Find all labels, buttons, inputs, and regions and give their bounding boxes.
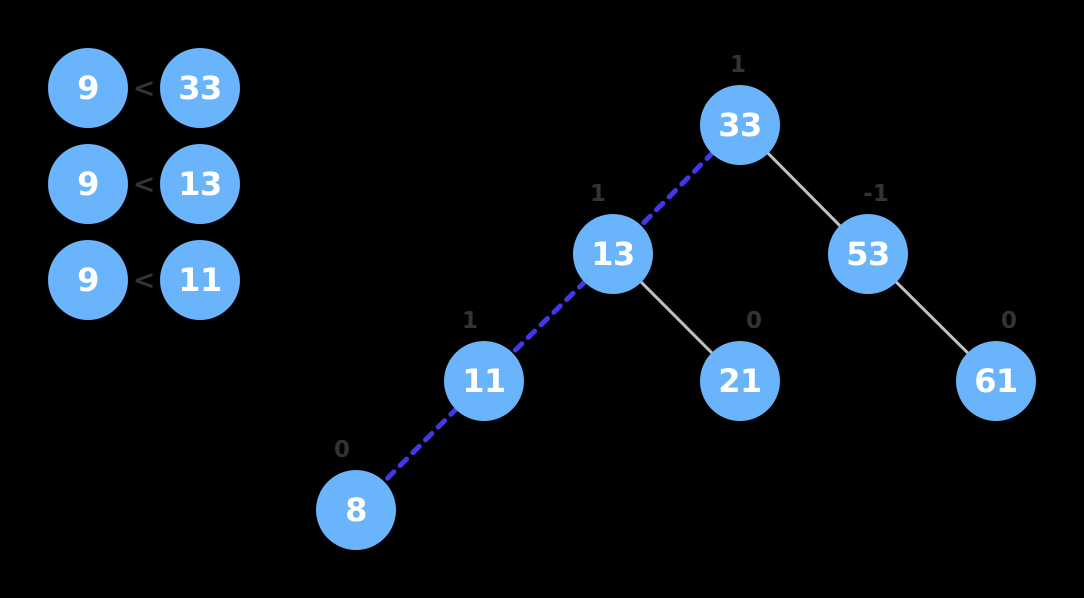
tree-edge-highlight [508,278,589,357]
comparison-operator: < [132,72,156,104]
balance-factor-label: 1 [729,52,747,78]
tree-node[interactable]: 21 [700,341,780,421]
comparison-row: 9<13 [48,144,240,224]
tree-node[interactable]: 61 [956,341,1036,421]
balance-factor-label: 1 [461,308,479,334]
tree-node[interactable]: 11 [444,341,524,421]
tree-edge [765,150,843,229]
tree-node[interactable]: 13 [573,214,653,294]
tree-edge [893,279,971,356]
comparison-left-node: 9 [48,48,128,128]
comparison-right-node: 11 [160,240,240,320]
balance-factor-label: 1 [589,181,607,207]
tree-node[interactable]: 33 [700,85,780,165]
comparison-right-node: 33 [160,48,240,128]
comparison-operator: < [132,168,156,200]
comparison-right-node: 13 [160,144,240,224]
comparison-row: 9<11 [48,240,240,320]
comparison-left-node: 9 [48,240,128,320]
tree-node[interactable]: 53 [828,214,908,294]
tree-edge-highlight [637,149,716,230]
comparison-left-node: 9 [48,144,128,224]
balance-factor-label: 0 [745,308,763,334]
balance-factor-label: 0 [1000,308,1018,334]
comparison-operator: < [132,264,156,296]
balance-factor-label: 0 [333,437,351,463]
tree-edge [638,279,715,356]
comparison-row: 9<33 [48,48,240,128]
tree-edge-highlight [380,405,460,486]
tree-node[interactable]: 8 [316,470,396,550]
balance-factor-label: -1 [863,181,889,207]
